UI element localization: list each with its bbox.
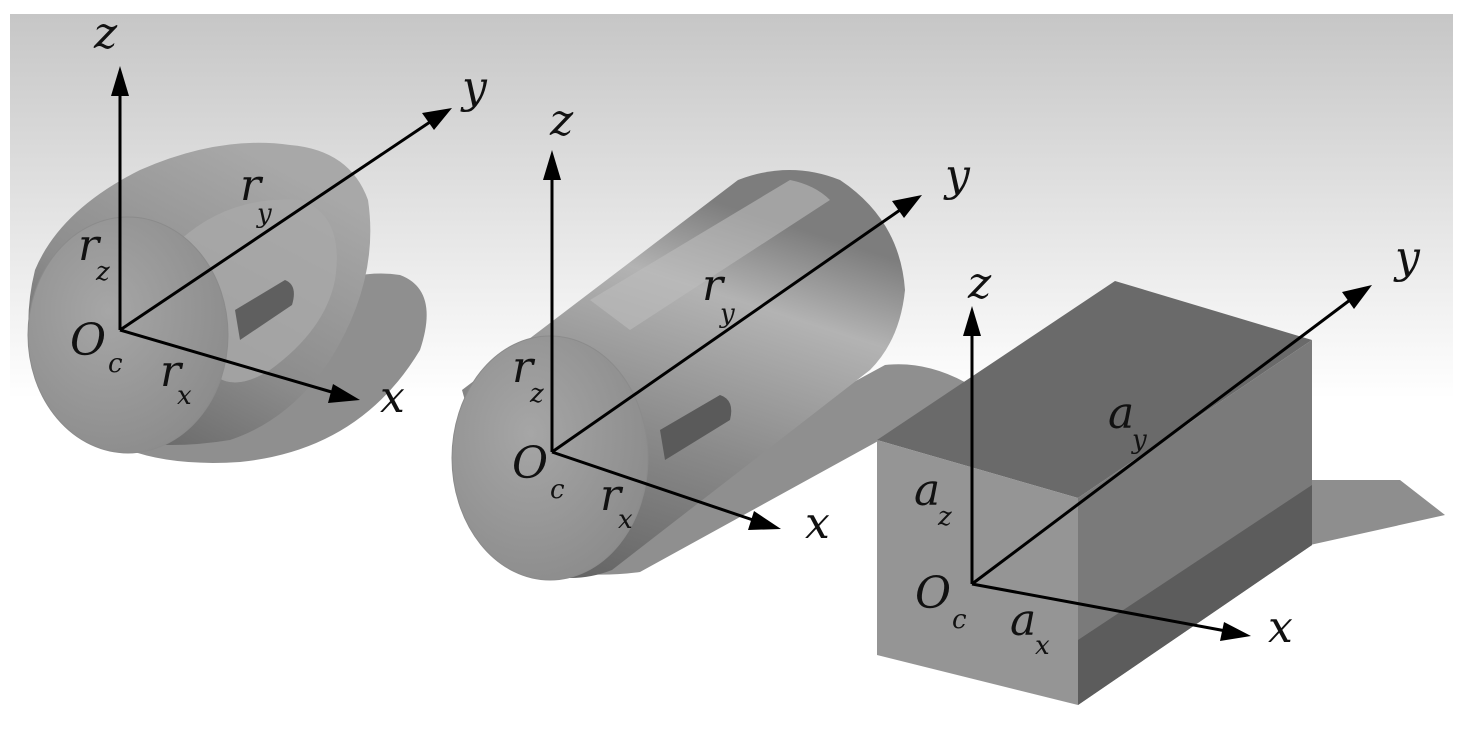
box-side-lower	[1078, 485, 1312, 705]
box-origin-subscript: c	[952, 605, 967, 635]
cylinder-inner-slot	[660, 395, 732, 460]
ellipsoid-rz-subscript: z	[95, 257, 110, 287]
cylinder-origin-label: O	[512, 438, 548, 489]
box-az-subscript: z	[937, 502, 952, 532]
cylinder-shape	[451, 170, 975, 581]
cylinder-x-axis	[551, 450, 757, 523]
box-z-axis-label: z	[967, 258, 992, 309]
box-y-axis-label: y	[1393, 232, 1421, 283]
box-y-axis	[971, 298, 1351, 586]
ellipsoid-rx-subscript: x	[177, 381, 192, 411]
ellipsoid-x-axis-label: x	[380, 372, 405, 423]
cylinder-highlight-band	[590, 180, 830, 330]
box-x-axis-label: x	[1268, 602, 1293, 653]
cylinder-y-axis-label: y	[943, 150, 971, 201]
ellipsoid-rz-label: r	[78, 220, 102, 271]
box-x-arrowhead	[1220, 622, 1251, 641]
ellipsoid-y-axis	[119, 120, 431, 332]
cylinder-y-axis	[551, 208, 901, 454]
box-z-arrowhead	[963, 306, 981, 336]
cylinder-origin-subscript: c	[550, 475, 565, 505]
ellipsoid-origin-label: O	[70, 315, 106, 366]
box-top-face	[877, 281, 1312, 498]
ellipsoid-labels: z y x O c r z r y r x	[70, 8, 488, 423]
ellipsoid-inner-slot	[235, 280, 294, 340]
box-labels: z y x O c a z a y a x	[914, 232, 1421, 661]
box-axes	[963, 285, 1372, 641]
ellipsoid-y-arrowhead	[422, 108, 452, 130]
cylinder-x-arrowhead	[748, 511, 781, 530]
cylinder-front-face	[451, 335, 649, 581]
ellipsoid-ry-label: r	[240, 160, 264, 211]
cylinder-x-axis-label: x	[805, 498, 830, 549]
cylinder-rx-subscript: x	[618, 505, 633, 535]
box-az-label: a	[914, 465, 940, 516]
cylinder-ry-label: r	[702, 260, 726, 311]
cylinder-ry-subscript: y	[719, 299, 735, 329]
box-ax-subscript: x	[1035, 631, 1050, 661]
ellipsoid-axes	[111, 66, 452, 403]
ellipsoid-origin-subscript: c	[108, 349, 123, 379]
ellipsoid-y-axis-label: y	[460, 62, 488, 113]
ellipsoid-z-arrowhead	[111, 66, 129, 96]
cylinder-rx-label: r	[600, 470, 624, 521]
cylinder-z-axis-label: z	[549, 95, 574, 146]
cylinder-rz-label: r	[512, 342, 536, 393]
box-origin-label: O	[915, 568, 951, 619]
ellipsoid-x-arrowhead	[328, 384, 360, 403]
box-ay-label: a	[1108, 388, 1134, 439]
cylinder-y-arrowhead	[892, 195, 922, 218]
ellipsoid-x-axis	[119, 328, 336, 395]
ellipsoid-front-face	[27, 216, 229, 454]
box-front-face	[877, 440, 1078, 705]
box-x-axis	[971, 582, 1227, 633]
cylinder-z-arrowhead	[543, 150, 561, 180]
cylinder-labels: z y x O c r z r y r x	[512, 95, 971, 549]
ellipsoid-z-axis-label: z	[93, 8, 118, 59]
ellipsoid-ry-subscript: y	[256, 199, 272, 229]
box-ay-subscript: y	[1131, 425, 1147, 455]
box-ax-label: a	[1010, 595, 1036, 646]
cylinder-rz-subscript: z	[529, 379, 544, 409]
ellipsoid-rx-label: r	[160, 346, 184, 397]
cylinder-axes	[543, 150, 922, 530]
box-y-arrowhead	[1342, 285, 1372, 309]
